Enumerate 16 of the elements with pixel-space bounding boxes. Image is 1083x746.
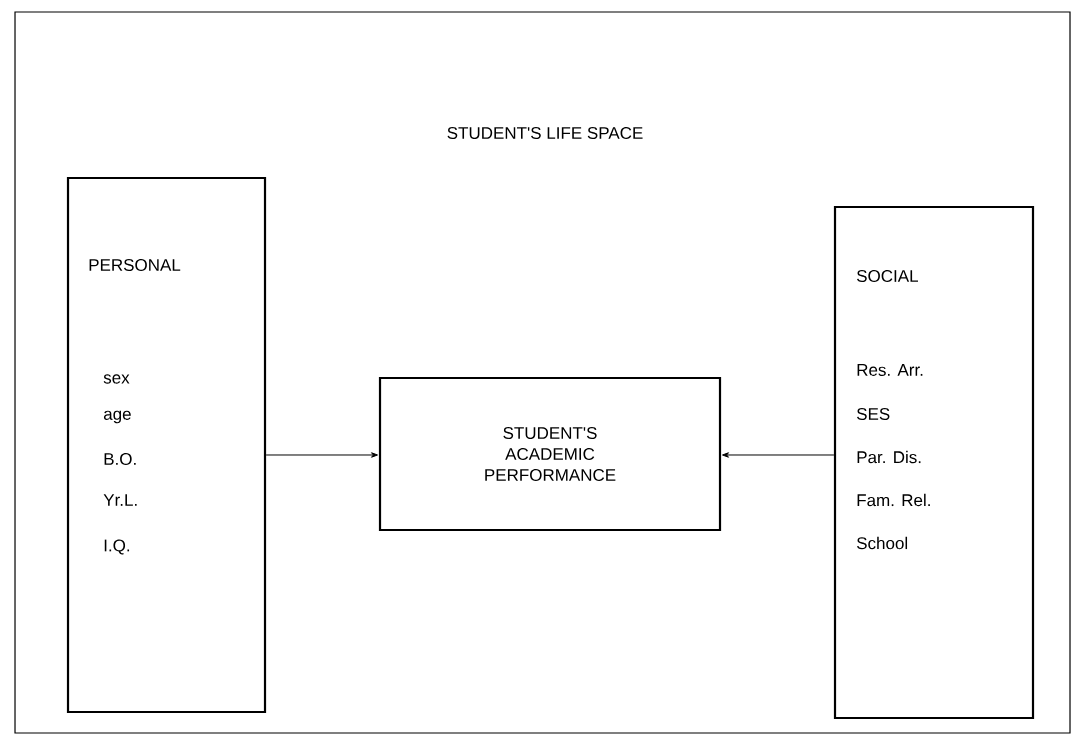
item-label: Fam. Rel.	[857, 493, 930, 507]
item-label: SES	[857, 408, 890, 420]
item-label: Yr.L.	[103, 494, 137, 506]
item-label: Par. Dis.	[857, 450, 921, 464]
title: STUDENT'S LIFE SPACE	[447, 127, 643, 139]
item-label: School	[857, 536, 908, 550]
item-label: age	[103, 410, 131, 424]
item-label: I.Q.	[104, 539, 130, 555]
item-label: B.O.	[104, 452, 136, 465]
heading: SOCIAL	[857, 270, 918, 282]
arrow	[265, 452, 378, 458]
item-label: Res. Arr.	[857, 364, 923, 376]
arrow	[722, 452, 835, 458]
item-label: sex	[103, 374, 130, 384]
box-label: STUDENT'S ACADEMIC PERFORMANCE	[485, 426, 616, 481]
heading: PERSONAL	[89, 259, 181, 271]
